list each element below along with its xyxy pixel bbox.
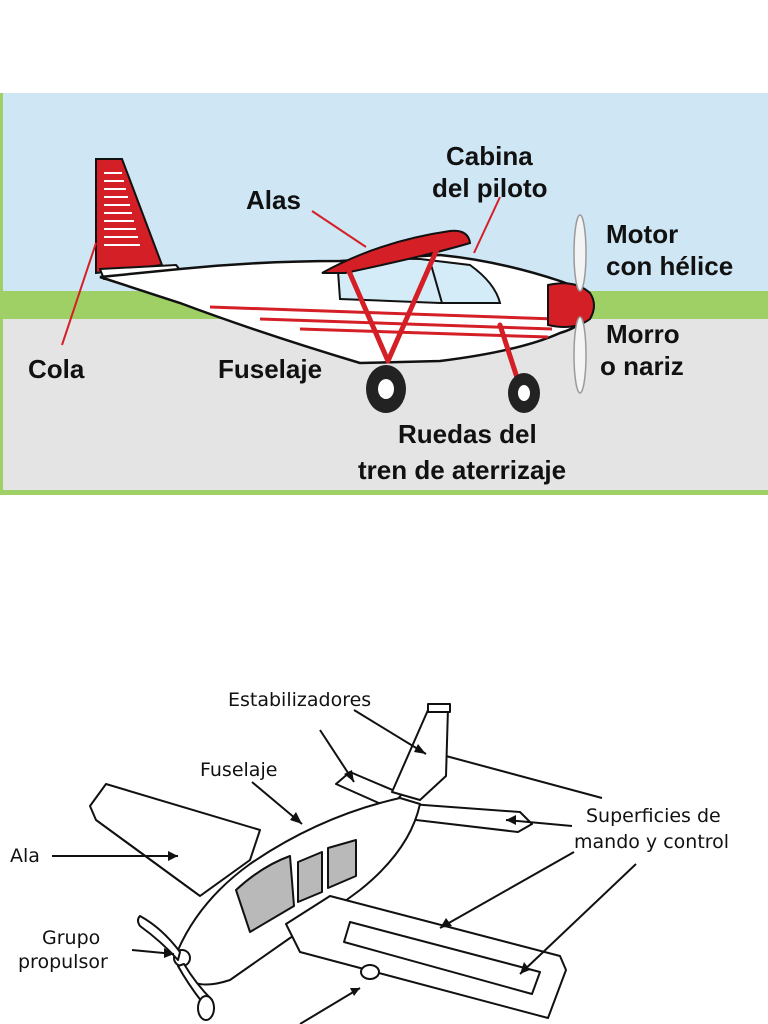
label-fuselaje: Fuselaje	[218, 354, 322, 384]
label-cabina-line1: Cabina	[446, 141, 533, 171]
propeller-blade-top	[137, 915, 181, 961]
label-estabilizadores: Estabilizadores	[228, 689, 371, 711]
vertical-stabilizer	[391, 707, 449, 801]
side-window-1	[297, 851, 323, 903]
window-divider	[429, 260, 443, 304]
label-superficies-line1: Superficies de	[586, 805, 721, 827]
tail-stripes	[104, 172, 140, 246]
label-alas: Alas	[246, 185, 301, 215]
label-morro-line2: o nariz	[600, 351, 684, 381]
nose-wheel-3d	[197, 995, 215, 1021]
label-superficies-line2: mando y control	[574, 831, 729, 853]
propeller-upper	[573, 214, 587, 292]
diagram-border-left	[0, 93, 3, 495]
label-motor-line1: Motor	[606, 219, 678, 249]
engine-cowl	[547, 282, 595, 328]
left-wing-edge	[95, 819, 201, 897]
propeller-lower	[573, 316, 587, 394]
wing	[321, 229, 472, 274]
label-grupo-line1: Grupo	[42, 927, 100, 949]
label-cola: Cola	[28, 354, 85, 384]
airplane-parts-diagram-top: Cola Alas Cabina del piloto Motor con hé…	[0, 93, 768, 495]
main-wheel	[366, 365, 406, 413]
label-ruedas-line2: tren de aterrizaje	[358, 455, 566, 485]
label-ala: Ala	[10, 845, 40, 867]
airplane-parts-diagram-bottom: Estabilizadores Fuselaje Ala Superficies…	[10, 689, 729, 1024]
leader-lines	[61, 196, 501, 346]
windshield	[235, 855, 295, 933]
arrowheads	[164, 744, 530, 996]
label-morro-line1: Morro	[606, 319, 680, 349]
main-wheel-3d	[360, 964, 380, 980]
label-fuselaje-3d: Fuselaje	[200, 759, 277, 781]
nose-wheel	[508, 373, 540, 413]
diagram-border-bottom	[0, 490, 768, 495]
stabilizer-tip	[427, 703, 451, 713]
label-ruedas-line1: Ruedas del	[398, 419, 537, 449]
side-window-2	[327, 839, 357, 889]
label-cabina-line2: del piloto	[432, 173, 548, 203]
label-motor-line2: con hélice	[606, 251, 733, 281]
label-grupo-line2: propulsor	[18, 951, 108, 973]
aileron	[343, 921, 541, 995]
